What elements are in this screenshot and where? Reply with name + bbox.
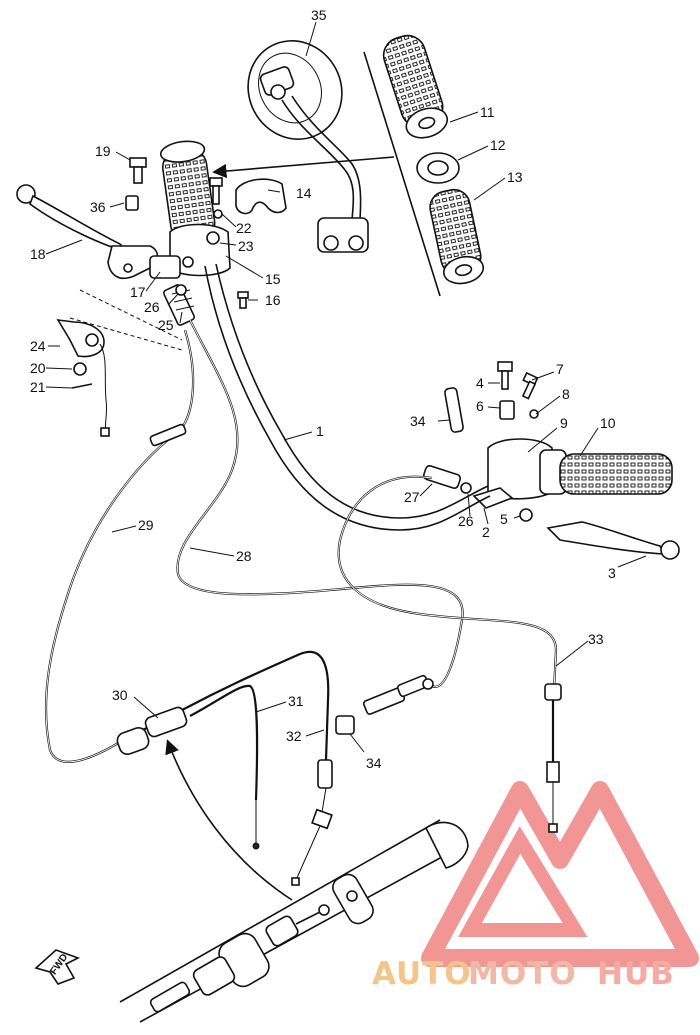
label-26a: 26 bbox=[144, 299, 160, 315]
label-8: 8 bbox=[562, 386, 570, 402]
label-29: 29 bbox=[138, 517, 154, 533]
part-14-switch-cover bbox=[235, 178, 287, 215]
watermark-auto-text: AUTO bbox=[372, 956, 472, 992]
label-25: 25 bbox=[158, 317, 174, 333]
part-34-cap bbox=[444, 387, 464, 433]
label-34a: 34 bbox=[410, 413, 426, 429]
part-26-locknut bbox=[175, 284, 187, 296]
label-14: 14 bbox=[296, 185, 312, 201]
label-12: 12 bbox=[490, 137, 506, 153]
label-31: 31 bbox=[288, 693, 304, 709]
part-6-collar bbox=[499, 400, 515, 420]
label-11: 11 bbox=[480, 104, 495, 120]
label-28: 28 bbox=[236, 548, 252, 564]
part-10-throttle-grip bbox=[559, 453, 673, 495]
fwd-direction-marker: FWD bbox=[34, 949, 81, 985]
label-7: 7 bbox=[556, 361, 564, 377]
label-6: 6 bbox=[476, 398, 484, 414]
part-1-handlebar bbox=[204, 263, 491, 531]
label-15: 15 bbox=[265, 271, 281, 287]
part-34-lower-adjuster bbox=[335, 674, 434, 735]
part-11-grip bbox=[382, 34, 449, 139]
part-13-grip bbox=[429, 188, 485, 285]
part-8-washer bbox=[529, 409, 539, 419]
routing-arrow bbox=[165, 739, 293, 901]
grip-arrow bbox=[212, 156, 395, 179]
part-4-screw bbox=[497, 361, 513, 390]
lower-assembly bbox=[119, 819, 469, 1023]
label-16: 16 bbox=[265, 292, 281, 308]
part-3-brake-lever bbox=[546, 521, 680, 560]
part-7-screw bbox=[521, 371, 539, 400]
label-19: 19 bbox=[95, 143, 111, 159]
part-2-bracket bbox=[472, 487, 514, 509]
watermark-moto-text: MOTO bbox=[468, 956, 577, 992]
label-21: 21 bbox=[30, 379, 46, 395]
part-35-mirror bbox=[247, 40, 369, 253]
part-16-screw bbox=[237, 291, 249, 309]
label-18: 18 bbox=[30, 246, 46, 262]
part-17-bracket bbox=[149, 255, 181, 279]
label-17: 17 bbox=[130, 284, 146, 300]
label-13: 13 bbox=[507, 169, 523, 185]
part-labels: 35 11 12 13 19 36 14 22 23 15 16 18 17 2… bbox=[30, 7, 616, 771]
label-5: 5 bbox=[500, 511, 508, 527]
grip-detail-bracket bbox=[363, 51, 441, 297]
label-20: 20 bbox=[30, 360, 46, 376]
part-22-screw bbox=[209, 177, 223, 205]
left-handlebar-assembly bbox=[16, 140, 287, 437]
part-27-adjuster bbox=[422, 465, 462, 489]
part-25-adjuster bbox=[163, 284, 195, 326]
label-24: 24 bbox=[30, 338, 46, 354]
part-18-lever bbox=[16, 184, 159, 280]
label-3: 3 bbox=[608, 565, 616, 581]
part-21-spring bbox=[71, 383, 93, 389]
watermark-hub-text: HUB bbox=[597, 956, 675, 992]
left-grip bbox=[159, 140, 216, 242]
part-32-cable-fitting bbox=[317, 759, 333, 789]
label-27: 27 bbox=[404, 489, 420, 505]
part-19-bolt bbox=[129, 157, 147, 184]
part-5-nut bbox=[519, 508, 533, 522]
label-22: 22 bbox=[236, 220, 252, 236]
label-4: 4 bbox=[476, 375, 484, 391]
leader-lines bbox=[45, 21, 647, 753]
throttle-assembly bbox=[422, 361, 680, 560]
watermark-text: AUTO MOTO HUB bbox=[372, 956, 675, 992]
part-33-throttle-cable bbox=[337, 475, 558, 691]
label-2: 2 bbox=[482, 524, 490, 540]
label-30: 30 bbox=[112, 687, 128, 703]
label-1: 1 bbox=[316, 423, 324, 439]
label-34b: 34 bbox=[366, 755, 382, 771]
part-36-collar bbox=[125, 195, 139, 211]
label-26b: 26 bbox=[458, 513, 474, 529]
part-30-junction bbox=[116, 650, 330, 801]
label-36: 36 bbox=[90, 199, 106, 215]
part-20-nut bbox=[73, 362, 87, 376]
label-23: 23 bbox=[238, 238, 254, 254]
label-35: 35 bbox=[311, 7, 327, 23]
part-24-choke-lever bbox=[56, 319, 110, 437]
label-10: 10 bbox=[600, 415, 616, 431]
watermark-logo bbox=[421, 781, 699, 967]
label-33: 33 bbox=[588, 631, 604, 647]
cables bbox=[44, 319, 562, 901]
label-32: 32 bbox=[286, 728, 302, 744]
label-9: 9 bbox=[560, 415, 568, 431]
grip-detail-group bbox=[212, 34, 485, 297]
part-12-washer bbox=[416, 152, 460, 184]
